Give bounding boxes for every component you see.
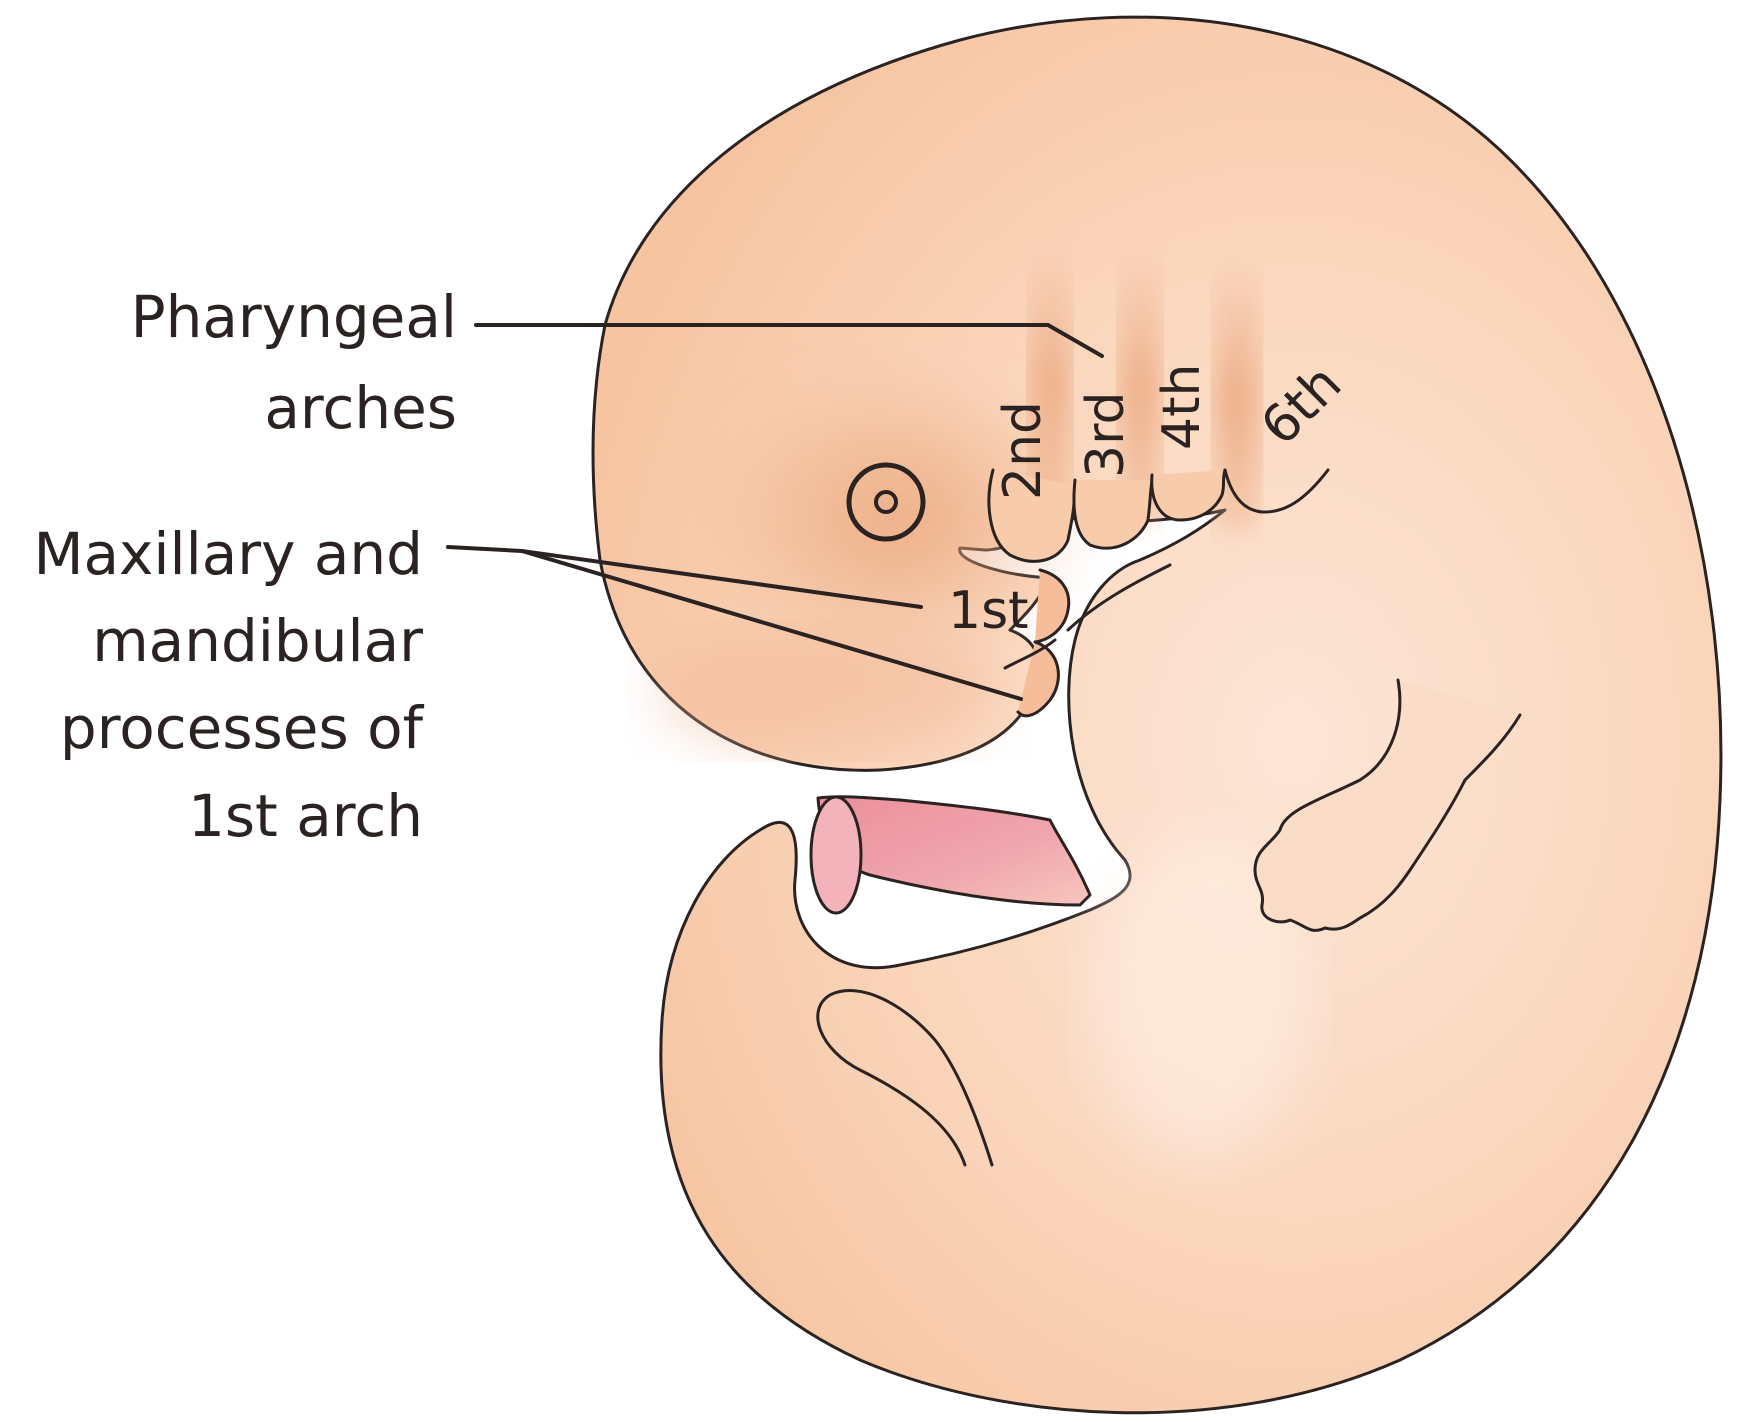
lower-head-shading — [660, 630, 1000, 750]
arch-label-2nd: 2nd — [993, 401, 1053, 500]
arch-label-4th: 4th — [1152, 364, 1212, 450]
umbilical-cord-end — [811, 797, 861, 913]
pharyngeal-label-line1: Pharyngeal — [131, 283, 457, 351]
processes-label-line3: processes of — [60, 694, 425, 762]
arch-label-1st: 1st — [948, 581, 1029, 641]
processes-label-line4: 1st arch — [188, 782, 423, 850]
processes-label-line1: Maxillary and — [33, 520, 423, 588]
pharyngeal-label-line2: arches — [264, 374, 457, 442]
arch-label-3rd: 3rd — [1076, 391, 1136, 478]
arch-lobe-3rd — [1074, 480, 1152, 548]
processes-label-line2: mandibular — [92, 607, 423, 675]
